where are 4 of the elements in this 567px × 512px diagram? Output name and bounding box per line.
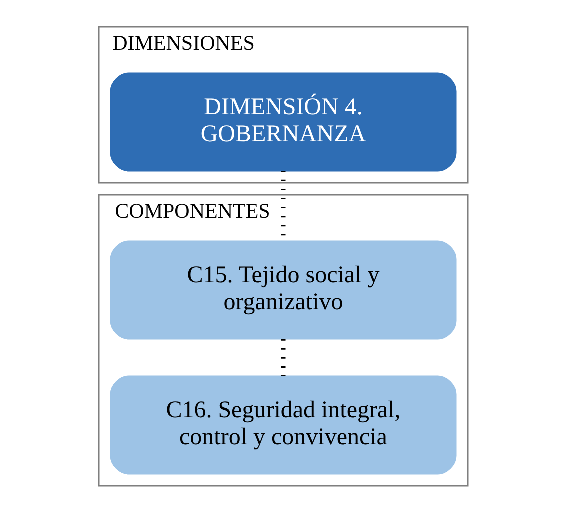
node-box: DIMENSIÓN 4. GOBERNANZA [110, 72, 457, 172]
connector [281, 338, 286, 376]
node-box: C16. Seguridad integral, control y convivencia [110, 375, 457, 474]
node-box: C15. Tejido social y organizativo [110, 240, 457, 340]
